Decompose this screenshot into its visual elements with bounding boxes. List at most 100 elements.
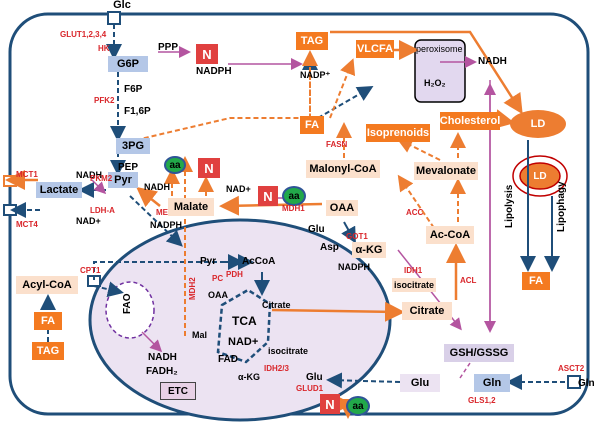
lipid-droplet-inner [519, 162, 561, 190]
gln-out: Gln [578, 378, 595, 389]
arrow-accoa-malonyl [397, 174, 435, 229]
arrow-3pg-tag [135, 54, 318, 141]
arrow-malate-pyr [136, 186, 161, 208]
pc-label: PC [212, 274, 224, 283]
nadh-pyr: NADH [76, 170, 102, 180]
nadph-top: NADPH [196, 66, 232, 77]
pfk-label: PFK2 [94, 96, 115, 105]
tag-top: TAG [296, 32, 328, 50]
nad-mito: NAD+ [228, 336, 259, 348]
f16p-label: F1,6P [124, 106, 151, 117]
gln-node: Gln [474, 374, 510, 392]
accoa-cyto: Ac-CoA [426, 226, 474, 244]
pep-label: PEP [118, 162, 139, 173]
aa-node-glycolysis: aa [164, 156, 186, 174]
n-node-mdh1: N [258, 186, 278, 206]
nad-malate: NAD+ [226, 184, 251, 194]
got1-label: GOT1 [346, 232, 368, 241]
glu-bottom: Glu [400, 374, 440, 392]
pyr-node: Pyr [108, 172, 138, 188]
acc-label: ACC [406, 208, 424, 217]
mdh2-label: MDH2 [188, 277, 197, 300]
peroxisome [414, 39, 466, 103]
oaa-mito: OAA [208, 290, 228, 300]
n-node-top: N [196, 44, 218, 64]
arrow-fa-ld [317, 86, 374, 119]
arrow-tag-ld [330, 30, 523, 115]
mevalonate-node: Mevalonate [414, 162, 478, 180]
tca-cycle [216, 288, 272, 364]
tag-left: TAG [32, 342, 64, 360]
peroxisome-label: peroxisome [416, 44, 463, 54]
ld-top: LD [530, 118, 546, 130]
arrow-glu-glu [326, 372, 401, 389]
f6p-label: F6P [124, 84, 143, 95]
isoprenoids-node: Isoprenoids [366, 124, 430, 142]
aa-node-mdh1: aa [282, 186, 306, 206]
accoa-mito: AcCoA [242, 256, 276, 267]
lipid-droplet-ring [512, 155, 568, 197]
asp-label: Asp [320, 242, 339, 253]
asct2-label: ASCT2 [558, 364, 585, 373]
3pg-node: 3PG [116, 138, 150, 154]
acyl-coa: Acyl-CoA [16, 276, 78, 294]
nadh-right: NADH [478, 56, 507, 67]
akg-node: α-KG [352, 242, 386, 258]
lipolysis-label: Lipolysis [504, 184, 515, 228]
mdh1-label: MDH1 [282, 204, 305, 213]
lactate-node: Lactate [36, 182, 82, 198]
n-node-malate: N [198, 158, 220, 178]
hk-label: HK [98, 44, 110, 53]
nadh-mito: NADH [148, 352, 177, 363]
akg-mito: α-KG [238, 372, 261, 382]
pdh-label: PDH [226, 270, 243, 279]
mct4-label: MCT4 [16, 220, 38, 229]
glu-cyto: Glu [308, 224, 325, 235]
lipophagy-label: Lipophagy [556, 181, 567, 232]
fa-right: FA [522, 272, 550, 290]
arrow-fao-nadh [141, 331, 163, 353]
ldha-label: LDH-A [90, 206, 115, 215]
h2o2-label: H₂O₂ [424, 78, 446, 88]
arrow-cholesterol-ld [493, 109, 515, 129]
tca-label: TCA [232, 314, 257, 328]
malonyl-coa: Malonyl-CoA [306, 160, 380, 178]
citrate-cyto: Citrate [402, 302, 452, 320]
nadph-malate: NADPH [150, 220, 183, 230]
mal-mito: Mal [192, 330, 208, 340]
idh23-label: IDH2/3 [264, 364, 289, 373]
arrow-oaa-akg [341, 221, 356, 244]
vlcfa-node: VLCFA [356, 40, 394, 58]
ppp-label: PPP [158, 42, 179, 53]
glud1-label: GLUD1 [296, 384, 324, 393]
ld-inner: LD [533, 170, 547, 182]
oaa-node: OAA [326, 200, 358, 216]
arrow-citrate-cyto [271, 301, 405, 322]
acl-label: ACL [460, 276, 477, 285]
cpt1-label: CPT1 [80, 266, 101, 275]
glut-transporter [107, 11, 121, 25]
arrow-acylcoa-fao [93, 281, 124, 298]
idh1-label: IDH1 [404, 266, 423, 275]
asct2-transporter [567, 375, 581, 389]
lipid-droplet [510, 110, 566, 138]
mct1-label: MCT1 [16, 170, 38, 179]
malate-node: Malate [168, 198, 214, 216]
citrate-mito: Citrate [262, 300, 291, 310]
arrow-cpt1-mito [93, 254, 254, 280]
gls-label: GLS1,2 [468, 396, 496, 405]
n-node-bottom: N [320, 394, 340, 414]
glc-label: Glc [113, 0, 131, 11]
arrow-fa-vlcfa [329, 58, 356, 119]
pkm2-label: PKM2 [90, 174, 113, 183]
fad-mito: FAD [218, 354, 238, 365]
etc-box: ETC [160, 382, 196, 400]
g6p-node: G6P [108, 56, 148, 72]
nadph-akg: NADPH [338, 262, 371, 272]
aa-node-bottom: aa [346, 396, 370, 416]
gsh-gssg: GSH/GSSG [444, 344, 514, 362]
isocitrate-mito: isocitrate [268, 346, 309, 356]
fa-top: FA [300, 116, 324, 134]
nad-lactate: NAD+ [76, 216, 101, 226]
fa-left: FA [34, 312, 62, 330]
